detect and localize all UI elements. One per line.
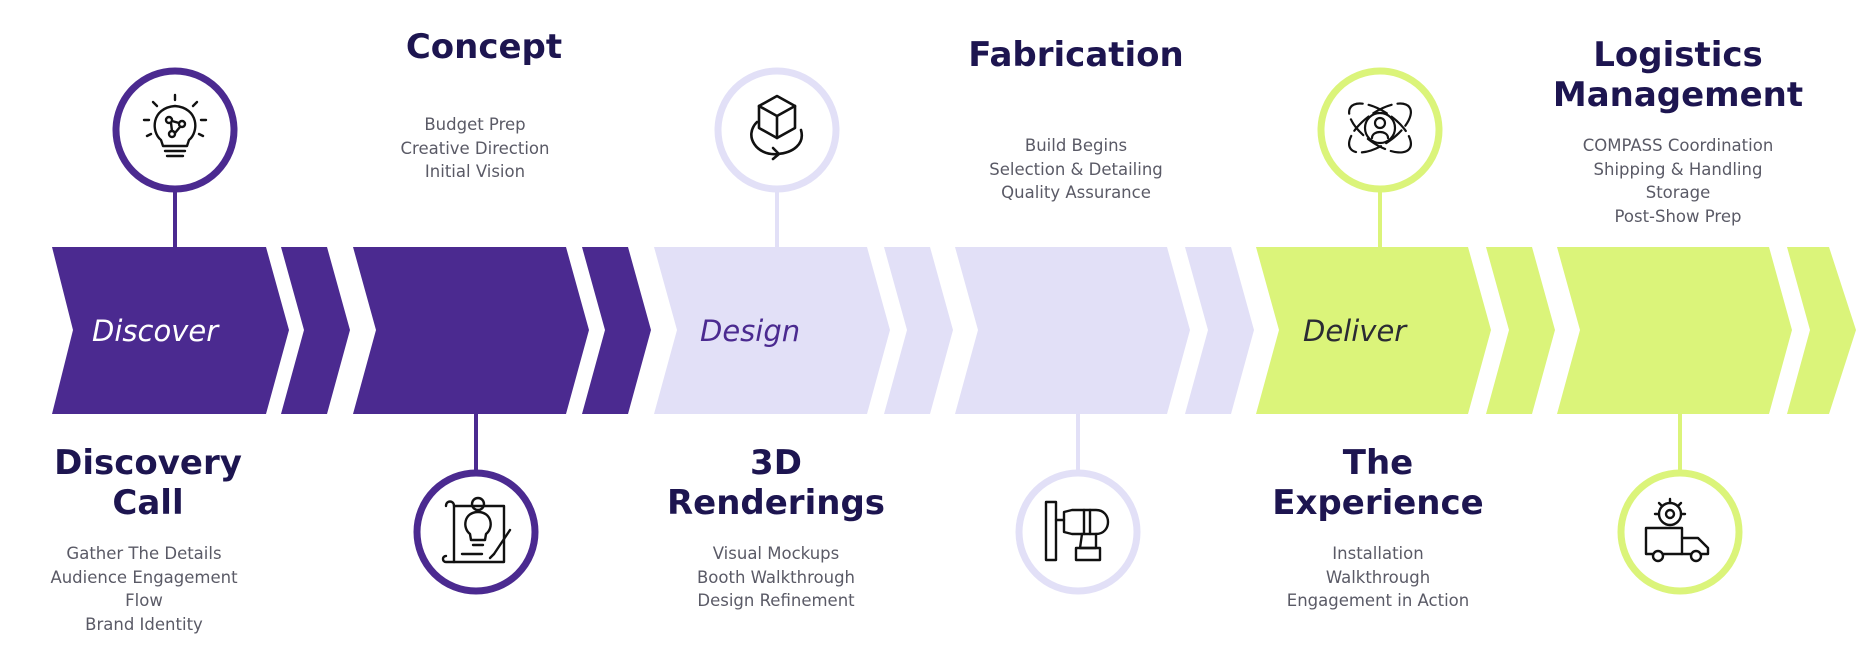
power-drill-icon — [1044, 500, 1110, 562]
step-title-logistics-management: Logistics Management — [1552, 35, 1804, 115]
3d-cube-rotate-icon — [750, 94, 804, 161]
ring-fabrication — [1015, 469, 1141, 595]
step-item: Walkthrough — [1325, 567, 1431, 587]
step-item: Brand Identity — [85, 614, 203, 634]
step-item: Quality Assurance — [1001, 183, 1151, 202]
step-title-the-experience: The Experience — [1272, 443, 1484, 523]
chevron-deliver-2 — [1557, 247, 1792, 414]
step-items-concept: Budget Prep Creative Direction Initial V… — [325, 113, 625, 184]
step-items-3d-renderings: Visual Mockups Booth Walkthrough Design … — [626, 542, 926, 613]
step-item: Design Refinement — [697, 591, 855, 610]
step-items-fabrication: Build Begins Selection & Detailing Quali… — [926, 134, 1226, 205]
chevron-discover-connector-1 — [281, 247, 350, 414]
chevron-deliver-1 — [1256, 247, 1491, 414]
chevron-deliver-connector-2 — [1787, 247, 1856, 414]
step-title-concept: Concept — [405, 27, 563, 67]
lightbulb-idea-icon — [142, 93, 208, 158]
phase-label-design: Design — [700, 314, 801, 348]
phase-label-discover: Discover — [92, 314, 219, 348]
chevron-design-2 — [955, 247, 1190, 414]
ring-logistics — [1617, 469, 1743, 595]
chevron-discover-2 — [353, 247, 589, 414]
step-title-3d-renderings: 3D Renderings — [666, 443, 886, 523]
chevron-design-connector-1 — [884, 247, 953, 414]
step-item: Initial Vision — [424, 162, 526, 181]
ring-concept — [413, 469, 539, 595]
step-title-fabrication: Fabrication — [968, 35, 1184, 75]
step-items-discovery-call: Gather The Details Audience Engagement F… — [0, 542, 294, 636]
step-item: Budget Prep — [424, 115, 526, 134]
phase-label-deliver: Deliver — [1303, 314, 1407, 348]
step-item: Post-Show Prep — [1614, 206, 1742, 226]
chevron-discover-connector-2 — [582, 247, 651, 414]
step-item: Storage — [1645, 183, 1711, 202]
chevron-discover-1 — [52, 247, 289, 414]
step-item: Flow — [125, 591, 163, 610]
step-title-discovery-call: Discovery Call — [54, 443, 242, 523]
blueprint-lightbulb-icon — [441, 496, 512, 564]
step-item: Shipping & Handling — [1593, 159, 1763, 179]
step-item: Engagement in Action — [1286, 591, 1470, 610]
step-item: Build Begins — [1024, 136, 1128, 155]
step-items-the-experience: Installation Walkthrough Engagement in A… — [1228, 542, 1528, 613]
step-items-logistics-management: COMPASS Coordination Shipping & Handling… — [1528, 134, 1828, 228]
person-orbit-icon — [1348, 102, 1412, 154]
step-item: Visual Mockups — [712, 544, 840, 563]
chevron-deliver-connector-1 — [1486, 247, 1555, 414]
step-item: Creative Direction — [400, 138, 550, 158]
step-item: Gather The Details — [66, 544, 222, 563]
step-item: Booth Walkthrough — [696, 567, 856, 587]
ring-discovery — [112, 67, 238, 193]
chevron-design-1 — [654, 247, 890, 414]
step-item: COMPASS Coordination — [1582, 136, 1774, 155]
step-item: Selection & Detailing — [989, 159, 1163, 179]
step-item: Installation — [1332, 544, 1424, 563]
step-item: Audience Engagement — [50, 567, 238, 587]
ring-experience — [1317, 67, 1443, 193]
chevron-design-connector-2 — [1185, 247, 1254, 414]
delivery-truck-gear-icon — [1644, 497, 1710, 563]
